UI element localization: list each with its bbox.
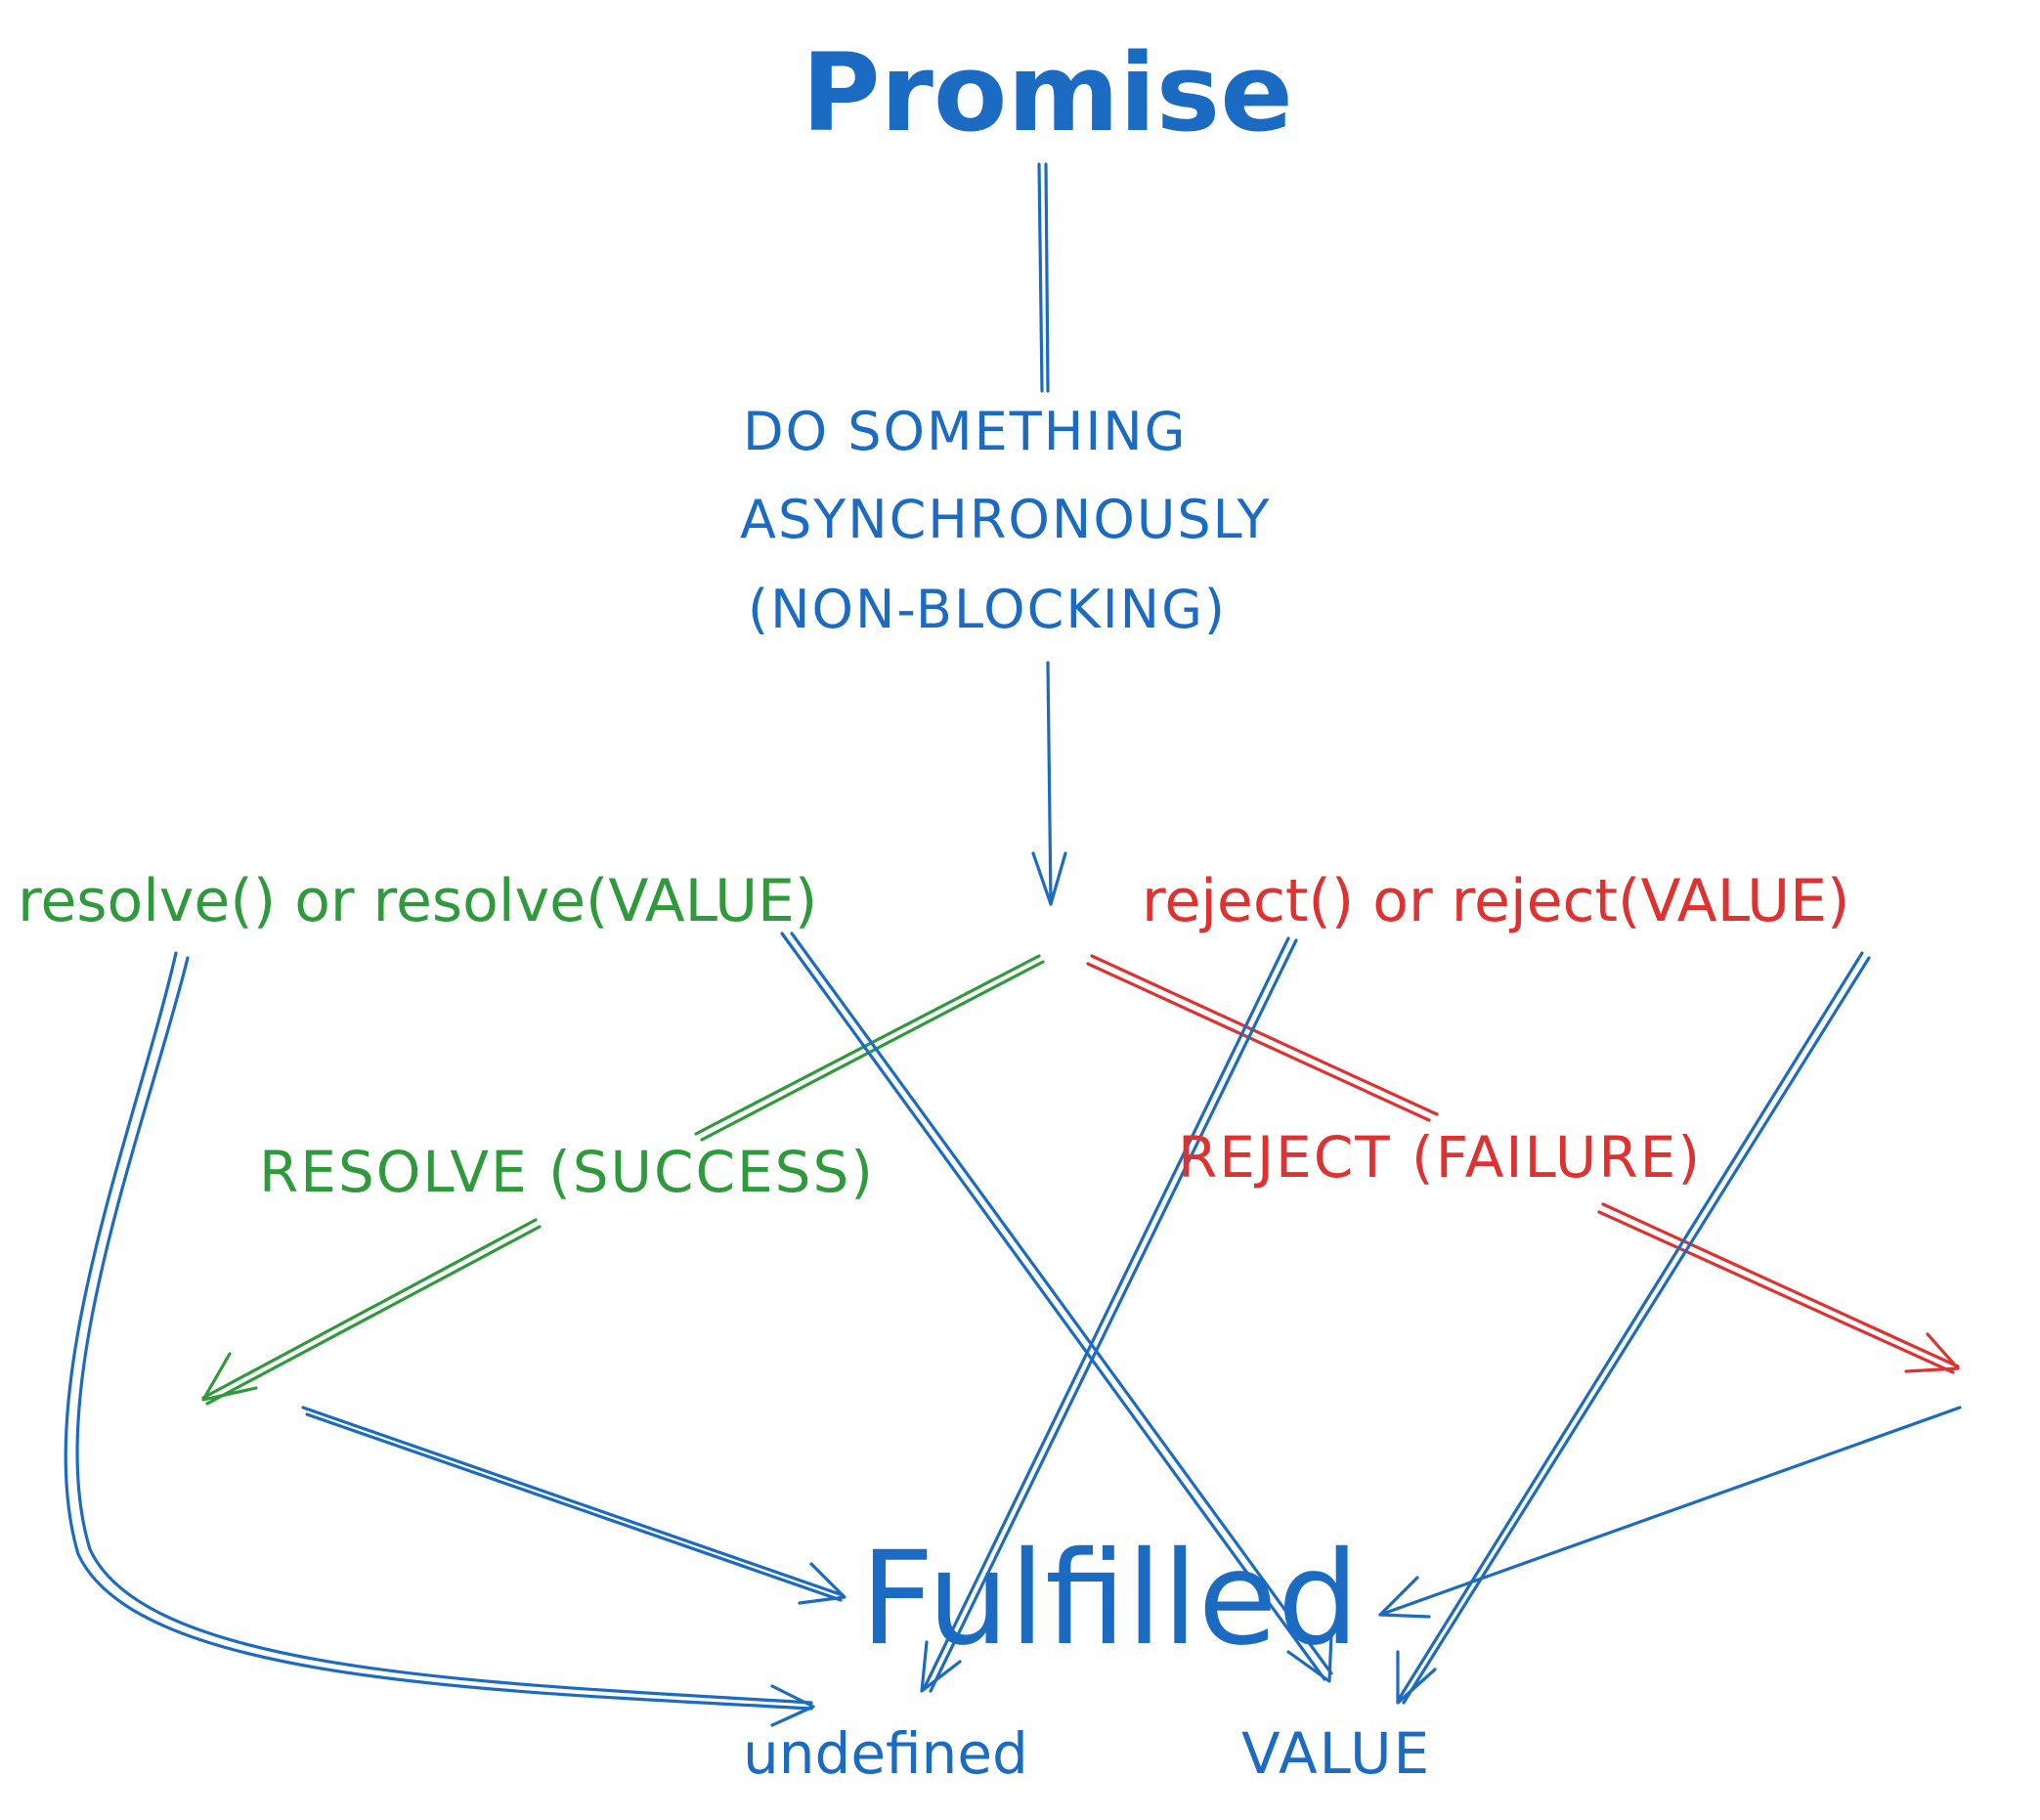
- reject-branch-label: REJECT (FAILURE): [1178, 1124, 1702, 1191]
- resolve-branch-label: RESOLVE (SUCCESS): [259, 1139, 875, 1205]
- resolve-call-label: resolve() or resolve(VALUE): [18, 867, 818, 935]
- arrow-promise-to-action: [1037, 162, 1050, 393]
- arrow-resolve-call-to-undefined: [64, 951, 815, 1727]
- promise-title: Promise: [802, 30, 1293, 155]
- arrow-resolve-down: [201, 1218, 542, 1406]
- arrow-resolve-value-to-value: [780, 932, 1333, 1683]
- action-label-line3: (NON-BLOCKING): [748, 579, 1227, 640]
- arrow-reject-value-to-value: [1396, 951, 1871, 1705]
- arrow-resolve-to-fulfilled: [301, 1406, 846, 1605]
- arrow-branch-to-resolve: [694, 954, 1045, 1142]
- action-label-line1: DO SOMETHING: [743, 401, 1188, 462]
- action-label-line2: ASYNCHRONOUSLY: [740, 489, 1272, 550]
- arrow-reject-to-fulfilled: [1378, 1406, 1962, 1619]
- reject-call-label: reject() or reject(VALUE): [1142, 867, 1850, 935]
- arrow-reject-down: [1597, 1202, 1960, 1374]
- arrow-branch-to-reject: [1086, 954, 1439, 1122]
- arrow-reject-call-to-undefined: [920, 936, 1298, 1693]
- value-result-label: VALUE: [1241, 1720, 1432, 1787]
- arrow-action-to-branch: [1031, 661, 1067, 906]
- fulfilled-label: Fulfilled: [860, 1524, 1360, 1674]
- undefined-result-label: undefined: [743, 1720, 1028, 1787]
